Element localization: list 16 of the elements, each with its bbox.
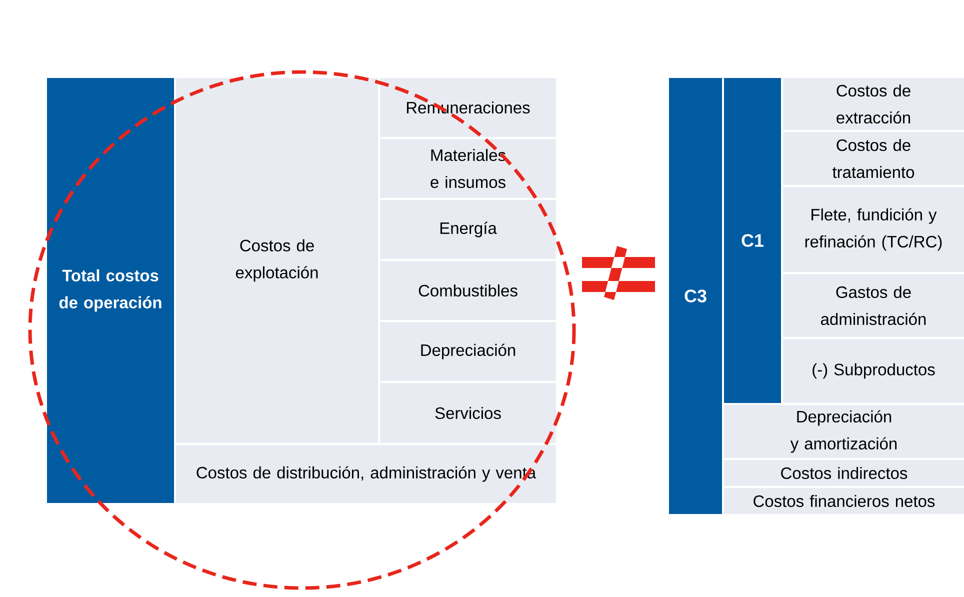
cost-cell: Servicios <box>380 383 556 443</box>
cost-cell: Gastos de administración <box>783 274 964 337</box>
category-bar: C3 <box>669 78 722 514</box>
cost-cell: Costos financieros netos <box>724 488 964 514</box>
cost-cell: Depreciación <box>380 322 556 381</box>
cost-cell: Costos de extracción <box>783 78 964 130</box>
cost-cell: Costos de explotación <box>176 78 378 443</box>
cost-cell: Energía <box>380 200 556 259</box>
category-bar: Total costos de operación <box>47 78 174 503</box>
cost-cell: Combustibles <box>380 261 556 320</box>
cost-cell: Costos indirectos <box>724 460 964 486</box>
cost-cell: Flete, fundición y refinación (TC/RC) <box>783 187 964 272</box>
cost-cell: Depreciación y amortización <box>724 405 964 458</box>
cost-cell: (-) Subproductos <box>783 339 964 403</box>
cost-cell: Costos de tratamiento <box>783 132 964 185</box>
category-bar: C1 <box>724 78 781 403</box>
